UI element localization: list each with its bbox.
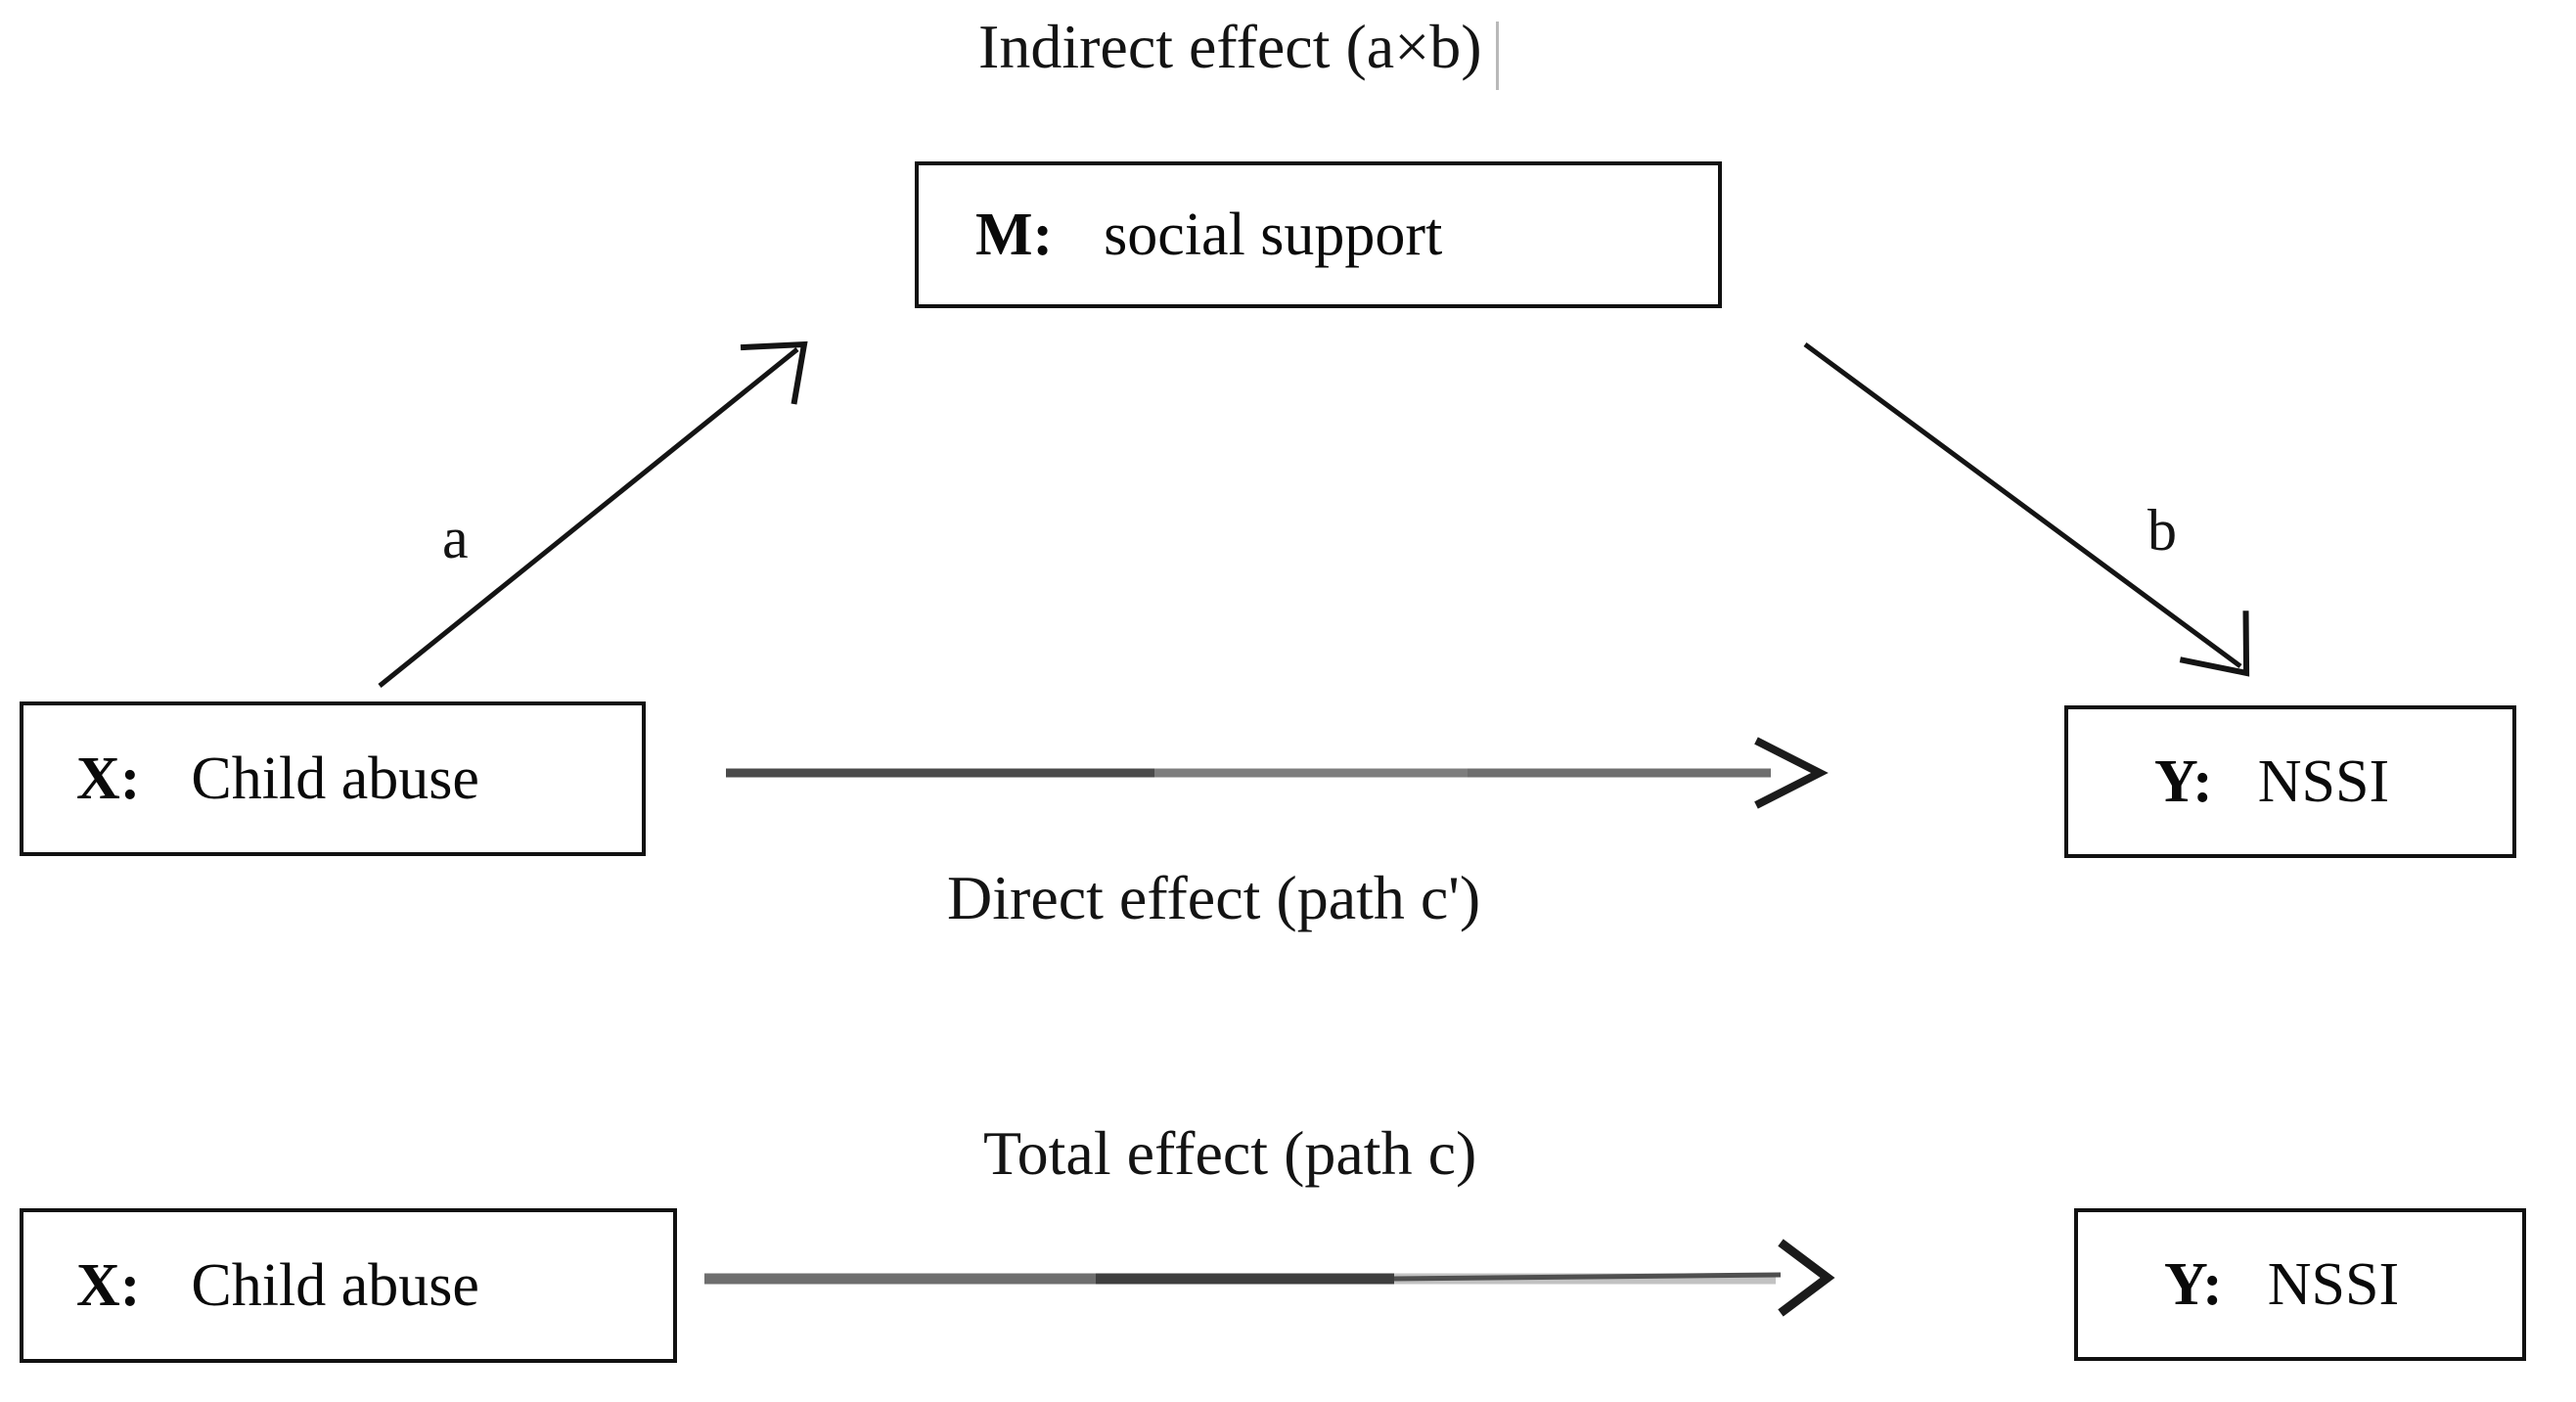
node-predictor-middle-label: Child abuse <box>191 746 479 812</box>
node-predictor-middle-key: X: <box>76 746 141 812</box>
node-outcome-bottom-key: Y: <box>2164 1251 2223 1318</box>
total-effect-caption: Total effect (path c) <box>983 1118 1477 1188</box>
node-outcome-bottom: Y: NSSI <box>2074 1208 2526 1361</box>
node-predictor-bottom: X: Child abuse <box>20 1208 677 1363</box>
node-predictor-bottom-key: X: <box>76 1252 141 1319</box>
path-c-arrow <box>704 1239 1835 1317</box>
node-outcome-middle-label: NSSI <box>2257 748 2390 815</box>
path-b-arrow <box>1803 341 2250 677</box>
direct-effect-caption: Direct effect (path c') <box>947 863 1481 932</box>
node-outcome-middle-key: Y: <box>2154 748 2213 815</box>
path-a-label: a <box>442 506 469 570</box>
path-c-prime-arrow <box>726 737 1829 809</box>
indirect-effect-caption: Indirect effect (a×b) <box>978 12 1482 81</box>
path-b-label: b <box>2147 498 2177 563</box>
node-mediator: M: social support <box>915 161 1722 308</box>
text-cursor-artifact <box>1496 22 1499 90</box>
node-mediator-label: social support <box>1104 202 1443 268</box>
node-mediator-key: M: <box>975 202 1054 268</box>
node-outcome-middle: Y: NSSI <box>2064 705 2516 858</box>
node-outcome-bottom-label: NSSI <box>2267 1251 2400 1318</box>
node-predictor-middle: X: Child abuse <box>20 701 646 856</box>
node-predictor-bottom-label: Child abuse <box>191 1252 479 1319</box>
